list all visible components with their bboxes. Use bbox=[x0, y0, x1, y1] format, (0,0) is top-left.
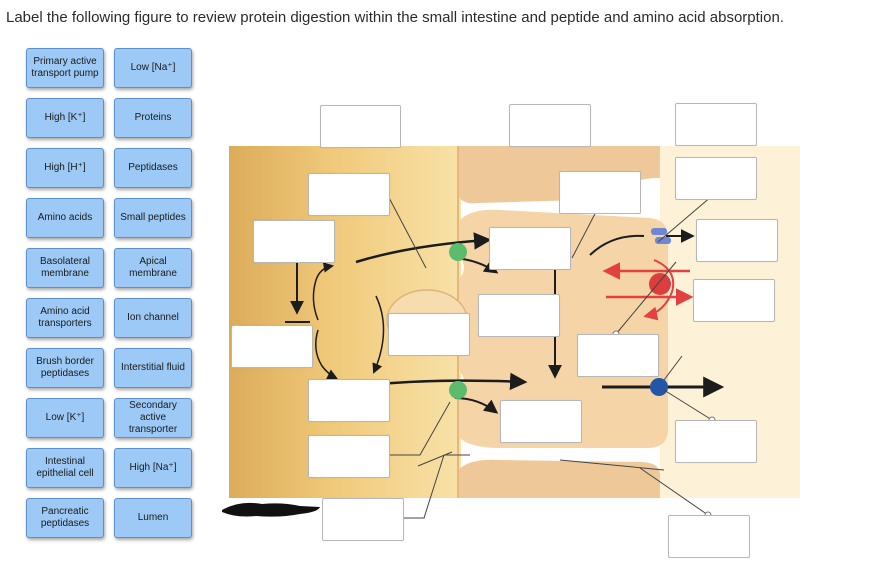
label-chip-amino-acid-transporters[interactable]: Amino acid transporters bbox=[26, 298, 104, 338]
epithelial-cell-bottom bbox=[458, 459, 660, 498]
drop-target-10[interactable] bbox=[693, 279, 775, 322]
label-chip-amino-acids[interactable]: Amino acids bbox=[26, 198, 104, 238]
drop-target-9[interactable] bbox=[696, 219, 778, 262]
apical-transporter-top bbox=[449, 243, 467, 261]
drop-target-5[interactable] bbox=[559, 171, 641, 214]
drop-target-14[interactable] bbox=[577, 334, 659, 377]
label-chip-peptidases[interactable]: Peptidases bbox=[114, 148, 192, 188]
label-chip-apical-membrane[interactable]: Apical membrane bbox=[114, 248, 192, 288]
label-chip-interstitial-fluid[interactable]: Interstitial fluid bbox=[114, 348, 192, 388]
drop-target-20[interactable] bbox=[668, 515, 750, 558]
drop-target-19[interactable] bbox=[322, 498, 404, 541]
drop-target-6[interactable] bbox=[675, 157, 757, 200]
drop-target-12[interactable] bbox=[388, 313, 470, 356]
label-chip-high-h[interactable]: High [H⁺] bbox=[26, 148, 104, 188]
redaction-mark bbox=[222, 502, 320, 517]
label-chip-high-na[interactable]: High [Na⁺] bbox=[114, 448, 192, 488]
drop-target-8[interactable] bbox=[489, 227, 571, 270]
label-chip-brush-border-peptidases[interactable]: Brush border peptidases bbox=[26, 348, 104, 388]
apical-transporter-bottom bbox=[449, 381, 467, 399]
ion-channel-icon bbox=[650, 378, 668, 396]
label-chip-ion-channel[interactable]: Ion channel bbox=[114, 298, 192, 338]
drop-target-4[interactable] bbox=[308, 173, 390, 216]
label-chip-low-k[interactable]: Low [K⁺] bbox=[26, 398, 104, 438]
drop-target-7[interactable] bbox=[253, 220, 335, 263]
label-chip-proteins[interactable]: Proteins bbox=[114, 98, 192, 138]
label-chip-pancreatic-peptidases[interactable]: Pancreatic peptidases bbox=[26, 498, 104, 538]
sodium-potassium-pump-icon bbox=[649, 273, 671, 295]
label-chip-basolateral-membrane[interactable]: Basolateral membrane bbox=[26, 248, 104, 288]
label-chip-low-na[interactable]: Low [Na⁺] bbox=[114, 48, 192, 88]
drop-target-1[interactable] bbox=[320, 105, 401, 148]
instructions-text: Label the following figure to review pro… bbox=[6, 9, 784, 26]
label-chip-secondary-active-transporter[interactable]: Secondary active transporter bbox=[114, 398, 192, 438]
label-chip-intestinal-epithelial-cell[interactable]: Intestinal epithelial cell bbox=[26, 448, 104, 488]
drop-target-3[interactable] bbox=[675, 103, 757, 146]
drop-target-15[interactable] bbox=[308, 379, 390, 422]
label-chip-high-k[interactable]: High [K⁺] bbox=[26, 98, 104, 138]
drop-target-17[interactable] bbox=[675, 420, 757, 463]
drop-target-2[interactable] bbox=[509, 104, 591, 147]
label-chip-primary-active-transport-pump[interactable]: Primary active transport pump bbox=[26, 48, 104, 88]
basolateral-transporter-icon bbox=[651, 228, 671, 244]
drop-target-16[interactable] bbox=[500, 400, 582, 443]
drop-target-11[interactable] bbox=[478, 294, 560, 337]
drop-target-13[interactable] bbox=[231, 325, 313, 368]
label-chip-lumen[interactable]: Lumen bbox=[114, 498, 192, 538]
drop-target-18[interactable] bbox=[308, 435, 390, 478]
label-chip-small-peptides[interactable]: Small peptides bbox=[114, 198, 192, 238]
